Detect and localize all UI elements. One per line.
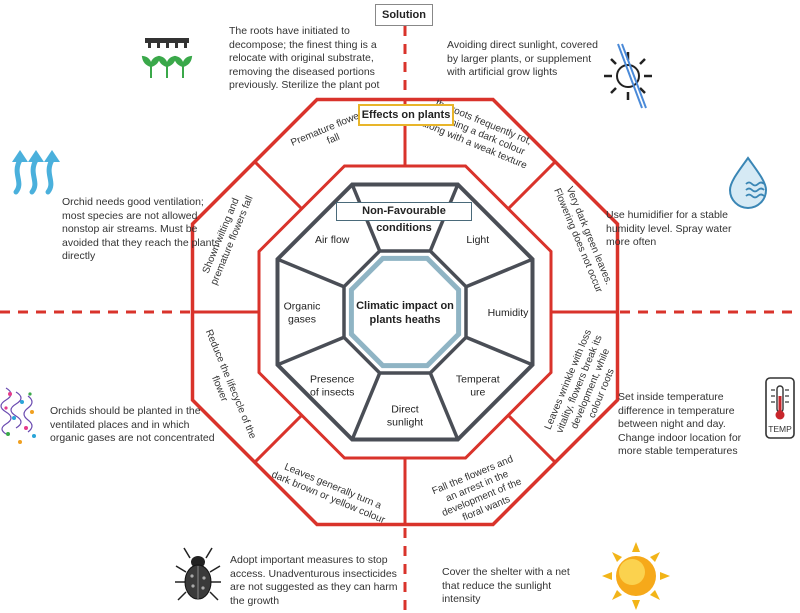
outer-spoke: [253, 160, 303, 210]
solution-insects: Adopt important measures to stop access.…: [230, 554, 398, 607]
thermometer-label: TEMP: [768, 424, 792, 434]
condition-label: Humidity: [488, 307, 530, 319]
solution-temperature: Set inside temperature difference in tem…: [618, 391, 742, 457]
sun-icon: [602, 542, 670, 610]
center-octagon-shape: [348, 255, 462, 369]
inner-octagon: [342, 249, 468, 375]
solution-organic-gases: Orchids should be planted in the ventila…: [50, 405, 215, 444]
condition-label: Air flow: [315, 234, 350, 246]
seedling-tray-icon: [141, 38, 193, 78]
middle-octagon-shape: [257, 164, 553, 460]
outer-octagon-shape: [190, 97, 620, 527]
conditions-octagon-shape: [275, 182, 535, 442]
solution-humidity: Use humidifier for a stable humidity lev…: [606, 209, 732, 248]
airflow-arrows-icon: [12, 150, 60, 195]
solution-air-flow: Orchid needs good ventilation; most spec…: [62, 196, 220, 262]
gas-particles-icon: [0, 387, 36, 444]
effect-text: Leaves generally turn adark brown or yel…: [270, 458, 392, 526]
conditions-spoke: [276, 257, 345, 289]
effect-text: Fall the flowers andan arrest in thedeve…: [431, 454, 529, 531]
outer-spoke: [507, 414, 557, 464]
solution-title: Solution: [375, 4, 433, 26]
outer-octagon: [190, 97, 620, 527]
humidity-drop-icon: [728, 156, 768, 209]
conditions-spoke: [465, 257, 534, 289]
thermometer-icon: TEMP: [765, 377, 795, 439]
effect-text: Leaves wrinkle with lossvitality, flower…: [543, 328, 627, 445]
condition-label: Light: [466, 234, 489, 246]
beetle-icon: [175, 547, 221, 601]
effects-on-plants-label: Effects on plants: [358, 104, 454, 126]
outer-spoke: [253, 414, 303, 464]
conditions-spoke: [350, 372, 382, 441]
solution-direct-sunlight: Cover the shelter with a net that reduce…: [442, 566, 570, 605]
conditions-spoke: [465, 335, 534, 367]
non-favourable-conditions-label: Non-Favourable conditions: [336, 202, 472, 234]
solution-irrigation: The roots have initiated to decompose; t…: [229, 25, 380, 91]
outer-spoke: [507, 160, 557, 210]
solution-light: Avoiding direct sunlight, covered by lar…: [447, 39, 598, 78]
conditions-spoke: [276, 335, 345, 367]
sun-blocked-icon: [604, 43, 652, 109]
conditions-spoke: [428, 372, 460, 441]
radial-dashed-lines: [0, 26, 800, 613]
